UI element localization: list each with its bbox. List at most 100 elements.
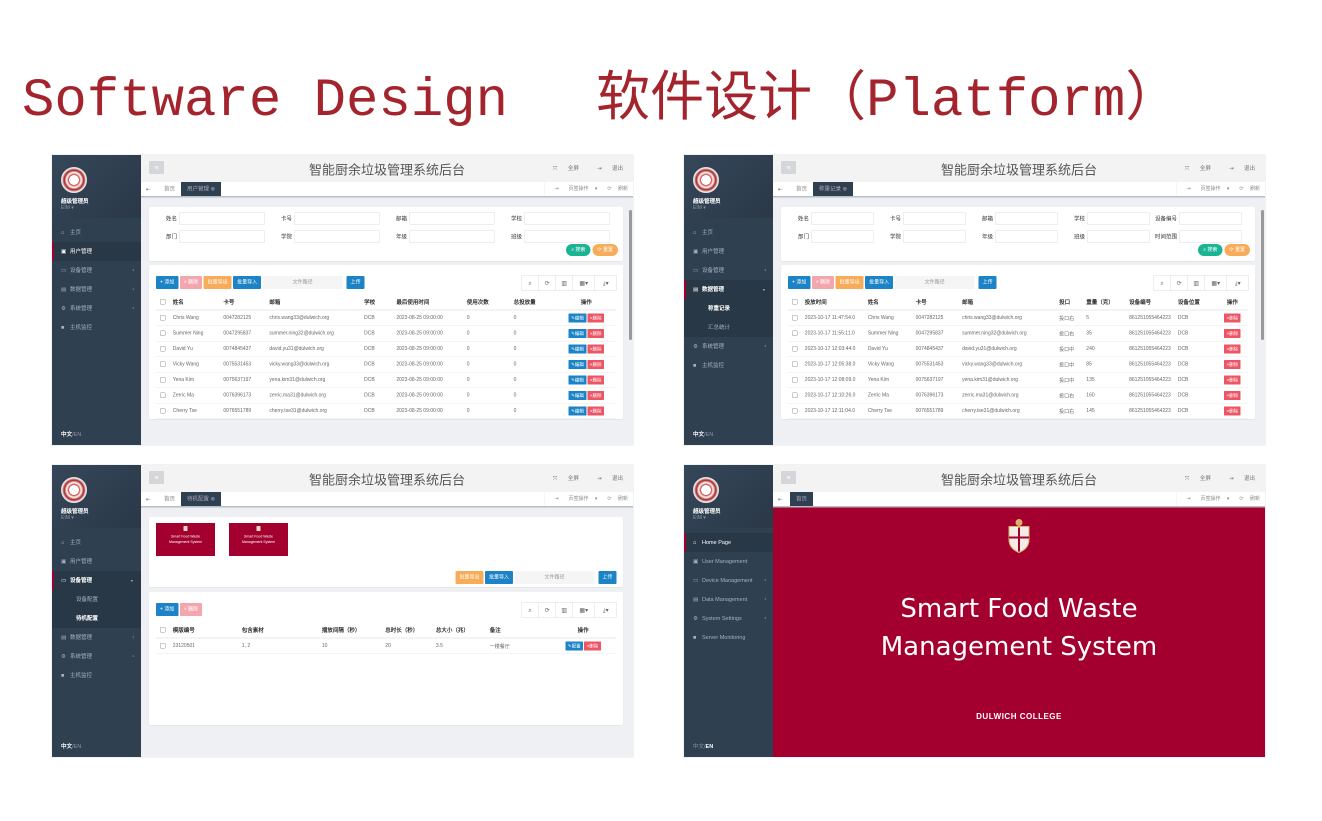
- scrollbar[interactable]: [629, 210, 632, 340]
- upload-button[interactable]: 上传: [978, 276, 997, 289]
- search-input[interactable]: [1179, 230, 1242, 243]
- tab-ops-dropdown[interactable]: 页签操作 ▾: [1196, 186, 1230, 192]
- tab-scroll-right-icon[interactable]: ⇥: [554, 186, 559, 192]
- toggle-view-icon[interactable]: ▥: [555, 602, 573, 618]
- edit-row-button[interactable]: ✎编辑: [568, 390, 587, 400]
- columns-icon[interactable]: ▦▾: [1204, 275, 1227, 291]
- sidebar-item[interactable]: ⌂主页: [52, 533, 141, 552]
- row-checkbox[interactable]: [792, 315, 798, 321]
- search-input[interactable]: [995, 212, 1058, 225]
- avatar[interactable]: [61, 477, 87, 503]
- refresh-icon[interactable]: ⟳: [538, 602, 556, 618]
- batch-import-button[interactable]: 批量导入: [485, 571, 513, 584]
- batch-import-button[interactable]: 批量导入: [233, 276, 262, 289]
- sidebar-item[interactable]: ▤数据管理‹: [52, 280, 141, 299]
- edit-row-button[interactable]: ✎编辑: [568, 406, 587, 416]
- column-header[interactable]: 设备编号: [1126, 294, 1175, 311]
- refresh-button[interactable]: ⟳ 刷新: [602, 186, 628, 192]
- reset-button[interactable]: ⟳ 重置: [592, 244, 618, 256]
- delete-row-button[interactable]: ×删除: [587, 406, 605, 416]
- lang-zh[interactable]: 中文: [693, 743, 704, 750]
- delete-row-button[interactable]: ×删除: [584, 641, 601, 651]
- tab-close-icon[interactable]: ⊗: [209, 186, 216, 192]
- tab-scroll-left-icon[interactable]: ⇤: [778, 496, 783, 503]
- search-input[interactable]: [179, 212, 265, 225]
- search-input[interactable]: [1179, 212, 1242, 225]
- delete-row-button[interactable]: ×删除: [1224, 313, 1241, 323]
- language-switch[interactable]: 中文/EN: [693, 430, 713, 438]
- select-all-checkbox[interactable]: [160, 627, 166, 633]
- search-input[interactable]: [409, 212, 495, 225]
- search-input[interactable]: [903, 230, 966, 243]
- column-header[interactable]: 学校: [361, 294, 394, 311]
- column-header[interactable]: 投放时间: [801, 294, 865, 311]
- toggle-view-icon[interactable]: ▥: [555, 275, 573, 291]
- delete-row-button[interactable]: ×删除: [587, 344, 605, 354]
- configure-row-button[interactable]: ✎配置: [565, 641, 584, 651]
- search-input[interactable]: [811, 230, 874, 243]
- batch-import-button[interactable]: 批量导入: [865, 276, 894, 289]
- row-checkbox[interactable]: [160, 407, 166, 414]
- lang-zh[interactable]: 中文: [693, 431, 704, 438]
- delete-row-button[interactable]: ×删除: [587, 328, 605, 338]
- row-checkbox[interactable]: [792, 345, 798, 352]
- search-button[interactable]: ⌕ 搜索: [566, 244, 591, 256]
- row-checkbox[interactable]: [160, 392, 166, 398]
- column-header[interactable]: 播放间隔（秒）: [318, 622, 383, 639]
- refresh-icon[interactable]: ⟳: [538, 275, 556, 291]
- delete-row-button[interactable]: ×删除: [1224, 390, 1241, 400]
- add-button[interactable]: + 添加: [156, 603, 179, 616]
- delete-button[interactable]: × 删除: [811, 276, 835, 289]
- tab-scroll-right-icon[interactable]: ⇥: [1186, 496, 1191, 502]
- delete-row-button[interactable]: ×删除: [587, 375, 605, 385]
- batch-export-button[interactable]: 批量导出: [203, 276, 232, 289]
- column-header[interactable]: 模版编号: [169, 622, 239, 639]
- row-checkbox[interactable]: [792, 330, 798, 336]
- sidebar-item[interactable]: ⚙系统管理‹: [52, 647, 141, 666]
- tab-home[interactable]: 首页: [164, 496, 175, 502]
- search-icon[interactable]: ⌕: [1160, 279, 1164, 287]
- avatar[interactable]: [61, 167, 87, 193]
- row-checkbox[interactable]: [160, 643, 166, 649]
- row-checkbox[interactable]: [792, 361, 798, 367]
- export-icon[interactable]: ⤓▾: [1226, 275, 1249, 291]
- lang-zh[interactable]: 中文: [61, 431, 72, 438]
- edit-row-button[interactable]: ✎编辑: [568, 344, 587, 354]
- sidebar-item[interactable]: ■Server Monitoring: [684, 628, 773, 647]
- search-input[interactable]: [995, 230, 1058, 243]
- edit-row-button[interactable]: ✎编辑: [568, 375, 587, 385]
- fullscreen-button[interactable]: ⤧ 全屏: [1176, 476, 1211, 482]
- tab-scroll-left-icon[interactable]: ⇤: [146, 496, 151, 503]
- export-icon[interactable]: ⤓▾: [594, 275, 617, 291]
- row-checkbox[interactable]: [160, 315, 166, 321]
- column-header[interactable]: 操作: [1216, 294, 1248, 311]
- logout-button[interactable]: ⇥ 退出: [1220, 476, 1255, 482]
- upload-button[interactable]: 上传: [346, 276, 365, 289]
- search-button[interactable]: ⌕ 搜索: [1198, 244, 1223, 256]
- scrollbar[interactable]: [1261, 210, 1264, 340]
- logout-button[interactable]: ⇥ 退出: [588, 166, 623, 172]
- fullscreen-button[interactable]: ⤧ 全屏: [544, 476, 579, 482]
- columns-icon[interactable]: ▦▾: [572, 275, 595, 291]
- refresh-button[interactable]: ⟳ 刷新: [602, 496, 628, 502]
- column-header[interactable]: 总大小（兆）: [432, 622, 487, 639]
- search-input[interactable]: [294, 230, 380, 243]
- tab-close-icon[interactable]: ⊗: [209, 496, 216, 502]
- search-input[interactable]: [1087, 212, 1150, 225]
- tab-close-icon[interactable]: ⊗: [841, 186, 848, 192]
- column-header[interactable]: 设备位置: [1174, 294, 1217, 311]
- lang-en[interactable]: EN: [705, 743, 714, 750]
- sidebar-subitem[interactable]: 汇总统计: [708, 324, 730, 331]
- menu-toggle-button[interactable]: ≡: [149, 161, 164, 174]
- column-header[interactable]: 重量（克）: [1083, 294, 1127, 311]
- select-all-checkbox[interactable]: [160, 299, 166, 305]
- tab-scroll-right-icon[interactable]: ⇥: [1186, 186, 1191, 192]
- delete-row-button[interactable]: ×删除: [587, 313, 605, 323]
- tab-scroll-left-icon[interactable]: ⇤: [146, 186, 151, 193]
- tab-scroll-right-icon[interactable]: ⇥: [554, 496, 559, 502]
- row-checkbox[interactable]: [160, 330, 166, 336]
- sidebar-item[interactable]: ⚙系统管理‹: [52, 299, 141, 318]
- sidebar-item[interactable]: ⌂Home Page: [684, 533, 773, 552]
- row-checkbox[interactable]: [792, 407, 798, 414]
